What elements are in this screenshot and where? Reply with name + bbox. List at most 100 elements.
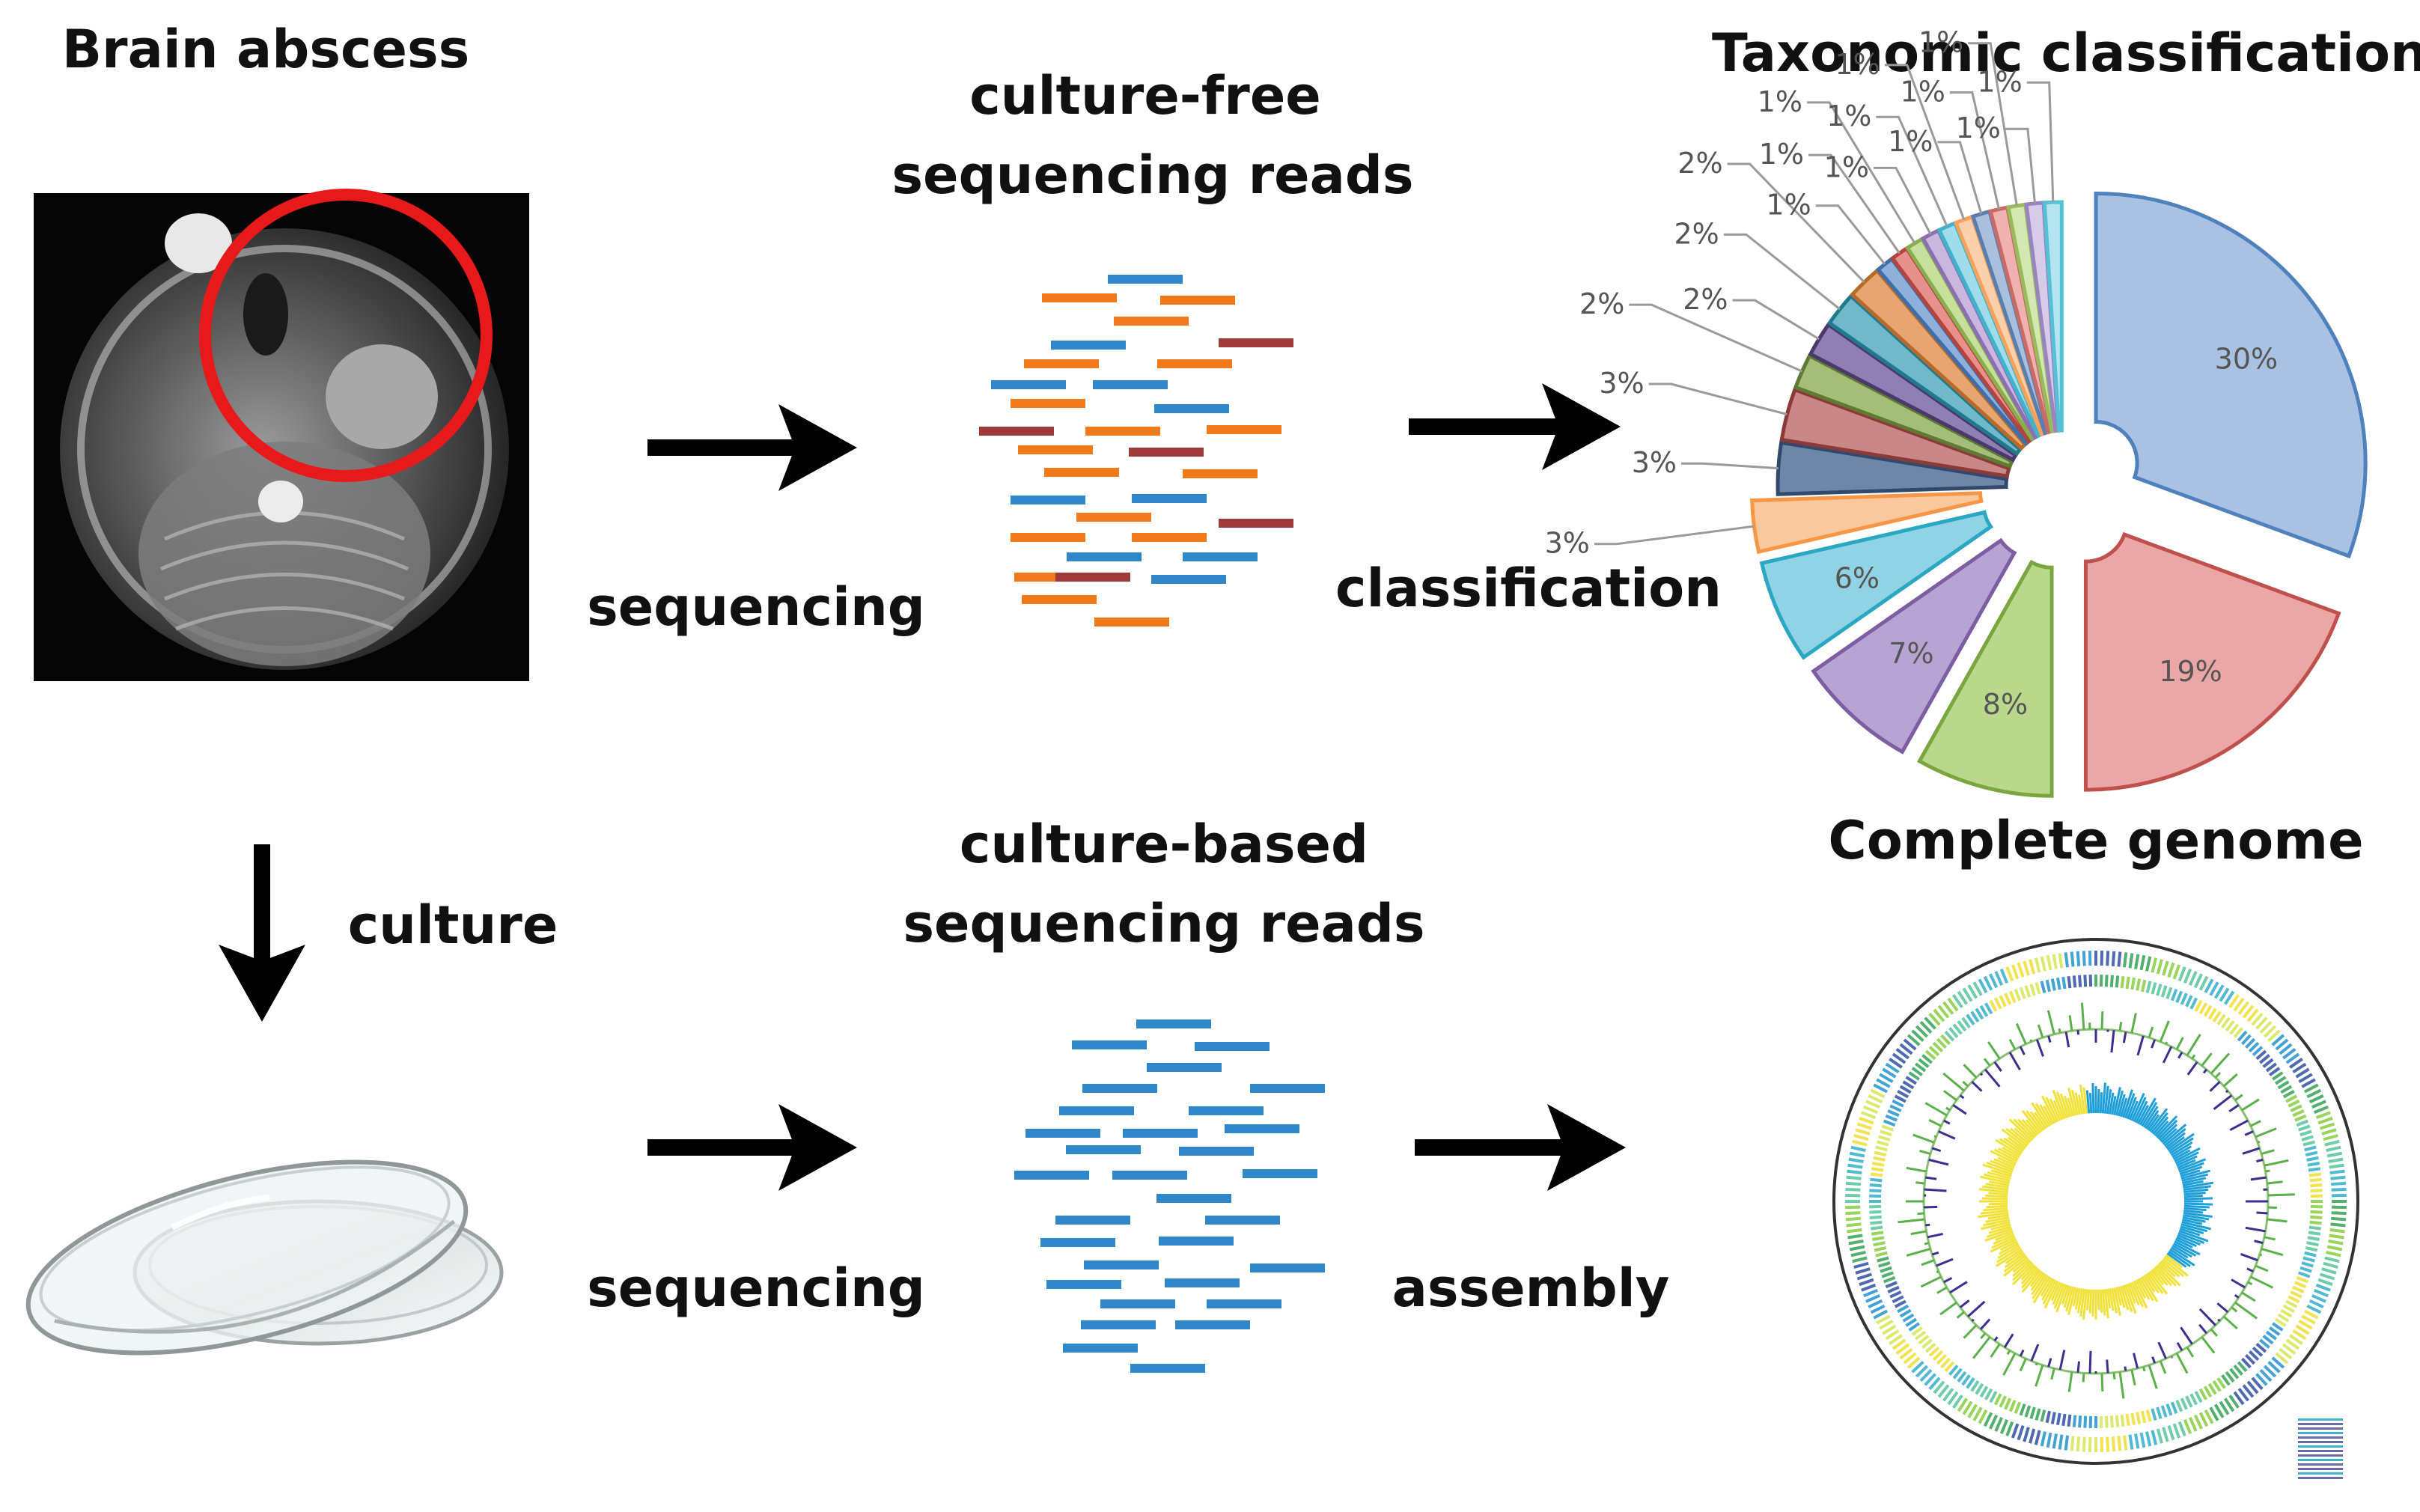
read-bar <box>1207 1299 1281 1308</box>
pie-slice-label: 2% <box>1683 283 1728 316</box>
pie-slice-label: 1% <box>1824 150 1869 183</box>
pie-slice-label: 2% <box>1579 287 1624 320</box>
culture-free-reads-title-line1: culture-free <box>969 65 1321 126</box>
culture-label: culture <box>348 894 558 956</box>
arrow-assembly <box>1415 1104 1626 1191</box>
read-bar <box>1179 1147 1254 1156</box>
pie-slice-label: 3% <box>1632 446 1677 479</box>
petri-dish-image <box>25 1159 504 1356</box>
pie-leader-line <box>1884 64 1966 220</box>
brain-abscess-title: Brain abscess <box>62 19 470 80</box>
pie-leader-line <box>2005 127 2037 204</box>
pie-leader-line <box>1680 462 1779 470</box>
taxonomic-classification-title: Taxonomic classification <box>1712 22 2420 84</box>
pie-leader-line <box>1723 233 1841 311</box>
read-bar <box>1112 1171 1187 1180</box>
read-bar <box>1014 1171 1089 1180</box>
pie-slice <box>1750 491 1984 555</box>
arrow-culture-down <box>219 844 305 1022</box>
pie-slice-label: 30% <box>2215 342 2278 375</box>
culture-based-reads-title-line1: culture-based <box>960 814 1368 875</box>
read-bar <box>1189 1106 1264 1115</box>
read-bar <box>1040 1238 1115 1247</box>
pie-leader-line <box>1808 153 1901 254</box>
read-bar <box>1130 1364 1205 1373</box>
taxonomy-pie-chart: 30%19%8%7%6%3%3%3%2%2%2%2%1%1%1%1%1%1%1%… <box>1545 26 2368 798</box>
pie-slice <box>1793 353 2015 469</box>
circular-genome-map <box>1832 938 2359 1479</box>
culture-based-reads-title-line2: sequencing reads <box>903 893 1424 954</box>
pie-slice <box>1776 440 2009 496</box>
read-bar <box>1123 1129 1198 1138</box>
read-bar <box>1059 1106 1134 1115</box>
read-bar <box>1044 468 1119 477</box>
read-bar <box>1175 1320 1250 1329</box>
read-bar <box>1151 575 1226 584</box>
pie-slice-label: 1% <box>1901 76 1945 109</box>
read-bar <box>1046 1280 1121 1289</box>
pie-leader-line <box>1815 204 1886 265</box>
sequencing-label-top: sequencing <box>587 576 925 638</box>
complete-genome-title: Complete genome <box>1828 810 2363 871</box>
read-bar <box>1067 552 1142 561</box>
arrow-sequencing-bottom <box>647 1104 857 1191</box>
read-bar <box>1183 552 1258 561</box>
read-bar <box>1156 1194 1231 1203</box>
pie-slice-label: 1% <box>1759 138 1804 171</box>
read-bar <box>1055 1216 1130 1225</box>
pie-slice-label: 6% <box>1835 561 1880 594</box>
read-bar <box>1066 1145 1141 1154</box>
culture-free-reads-title-line2: sequencing reads <box>892 144 1413 206</box>
pie-slice-label: 3% <box>1545 527 1590 560</box>
read-bar <box>1018 445 1093 454</box>
read-bar <box>979 427 1054 436</box>
read-bar <box>1063 1344 1138 1353</box>
read-bar <box>1011 533 1085 542</box>
read-bar <box>1160 296 1235 305</box>
pie-slice <box>2083 531 2341 792</box>
pie-slice <box>1759 510 1994 660</box>
read-bar <box>1219 338 1293 347</box>
read-bar <box>1147 1063 1222 1072</box>
pie-slice <box>1808 322 2019 463</box>
read-bar <box>1081 1320 1156 1329</box>
pie-slice-label: 8% <box>1983 688 2028 721</box>
sequencing-label-bottom: sequencing <box>587 1258 925 1319</box>
read-bar <box>1183 469 1258 478</box>
pie-slice-label: 19% <box>2159 655 2222 688</box>
read-bar <box>1132 533 1207 542</box>
pie-slice-label: 1% <box>1888 125 1933 158</box>
read-bar <box>1114 317 1189 326</box>
culture-based-reads <box>1014 1019 1325 1373</box>
read-bar <box>1250 1263 1325 1272</box>
pie-leader-line <box>1629 303 1803 373</box>
read-bar <box>1207 425 1281 434</box>
pie-leader-line <box>1949 91 2000 210</box>
pie-leader-line <box>1873 166 1932 235</box>
read-bar <box>1084 1260 1159 1269</box>
pie-leader-line <box>1732 299 1820 341</box>
pie-slice-label: 1% <box>1766 189 1811 222</box>
read-bar <box>1072 1040 1147 1049</box>
mri-brain-image <box>34 193 529 681</box>
read-bar <box>1076 513 1151 522</box>
read-bar <box>1250 1084 1325 1093</box>
pie-slice <box>2094 192 2368 559</box>
pie-slice <box>1811 537 2017 755</box>
pie-slice-label: 1% <box>1835 48 1880 81</box>
read-bar <box>1024 359 1099 368</box>
pie-slice <box>2042 200 2064 433</box>
read-bar <box>1159 1237 1234 1246</box>
classification-label: classification <box>1335 558 1722 619</box>
pie-slice-label: 1% <box>1918 26 1963 59</box>
read-bar <box>1136 1019 1211 1028</box>
read-bar <box>1011 399 1085 408</box>
pie-slice <box>1779 387 2012 479</box>
assembly-label: assembly <box>1392 1258 1670 1319</box>
read-bar <box>1094 618 1169 627</box>
pie-slice-label: 3% <box>1599 367 1644 400</box>
read-bar <box>1219 519 1293 528</box>
pie-leader-line <box>1648 382 1787 416</box>
read-bar <box>1243 1169 1317 1178</box>
